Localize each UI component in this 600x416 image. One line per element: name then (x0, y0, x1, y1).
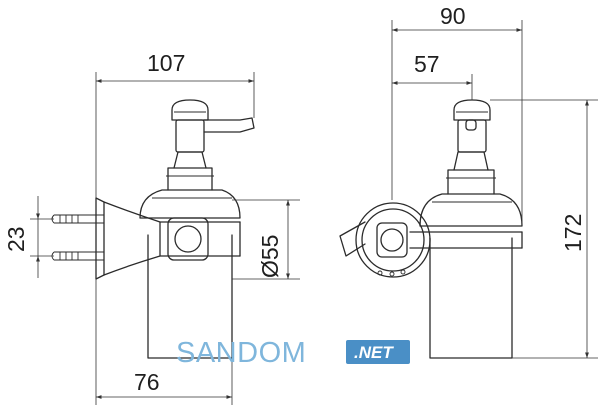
wall-rosette (339, 202, 523, 278)
wall-screws (51, 214, 104, 261)
dimensions: 107 76 23 Ø55 90 57 172 (3, 3, 598, 405)
dim-top-right-inner: 57 (414, 51, 440, 77)
dim-top-right-total: 90 (440, 3, 466, 29)
dim-bottom-left-width: 76 (134, 369, 160, 395)
dim-right-height: 172 (560, 214, 586, 252)
pump-front (446, 99, 496, 195)
wall-bracket (95, 197, 241, 280)
dim-diameter: Ø55 (257, 235, 283, 278)
side-view (51, 99, 255, 359)
dim-mount-height: 23 (3, 226, 29, 252)
watermark-badge (346, 340, 410, 364)
bottle-side (139, 189, 241, 359)
bottle-front (419, 193, 523, 359)
front-view (339, 99, 523, 359)
watermark-brand: SANDOM (176, 337, 306, 369)
watermark-domain: .NET (354, 343, 394, 362)
pump-side (166, 99, 255, 191)
dim-top-left-width: 107 (147, 50, 185, 76)
watermark: SANDOM .NET (176, 337, 410, 369)
